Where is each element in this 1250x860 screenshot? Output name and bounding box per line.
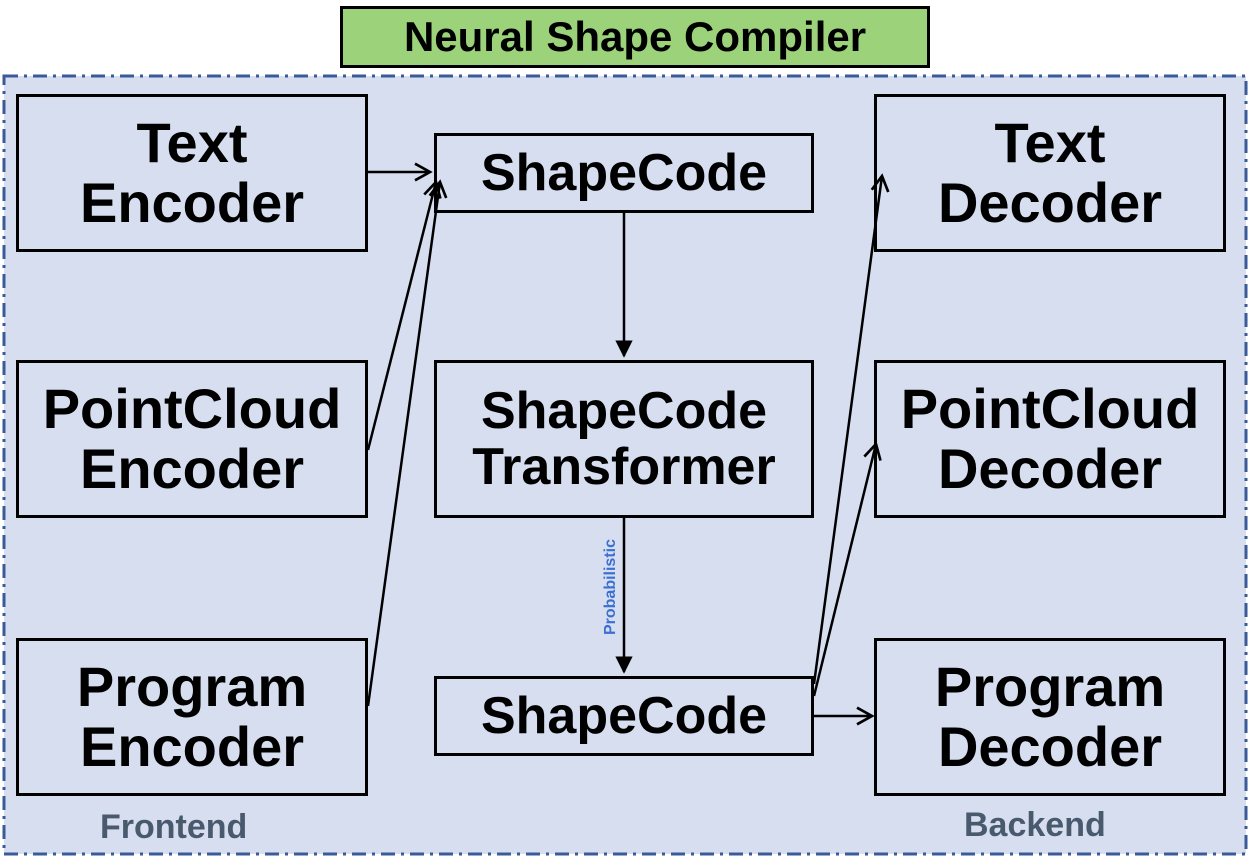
backend-label: Backend xyxy=(964,806,1106,844)
program-encoder-line1: Program xyxy=(76,654,308,718)
text-encoder-line1: Text xyxy=(136,110,248,174)
program-decoder-line2: Decoder xyxy=(937,715,1163,778)
pointcloud-decoder-box: PointCloud Decoder xyxy=(874,360,1226,518)
transformer-line1: ShapeCode xyxy=(480,381,768,440)
text-decoder-box: Text Decoder xyxy=(874,94,1226,252)
edge-program-encoder-to-shapecode xyxy=(366,179,448,707)
text-encoder-line2: Encoder xyxy=(79,171,305,234)
pointcloud-encoder-line1: PointCloud xyxy=(42,376,342,440)
edge-shapecode-to-text-decoder xyxy=(812,173,890,685)
program-encoder-box: Program Encoder xyxy=(16,638,368,796)
edge-shapecode-to-pointcloud-decoder xyxy=(812,441,882,697)
shapecode-bottom-box: ShapeCode xyxy=(434,676,814,756)
text-encoder-box: Text Encoder xyxy=(16,94,368,252)
program-encoder-line2: Encoder xyxy=(79,715,305,778)
pointcloud-encoder-box: PointCloud Encoder xyxy=(16,360,368,518)
transformer-line2: Transformer xyxy=(472,438,776,496)
pointcloud-decoder-line1: PointCloud xyxy=(900,376,1200,440)
pointcloud-encoder-line2: Encoder xyxy=(79,437,305,500)
diagram-title: Neural Shape Compiler xyxy=(340,6,930,68)
shapecode-transformer-box: ShapeCode Transformer xyxy=(434,360,814,518)
shapecode-top-box: ShapeCode xyxy=(434,133,814,213)
frontend-label: Frontend xyxy=(100,808,248,846)
text-decoder-line1: Text xyxy=(994,110,1106,174)
shapecode-bottom-label: ShapeCode xyxy=(480,686,768,745)
probabilistic-edge-label: Probabilistic xyxy=(602,538,619,636)
program-decoder-box: Program Decoder xyxy=(874,638,1226,796)
edge-pointcloud-encoder-to-shapecode xyxy=(366,179,442,451)
pointcloud-decoder-line2: Decoder xyxy=(937,437,1163,500)
text-decoder-line2: Decoder xyxy=(937,171,1163,234)
shapecode-top-label: ShapeCode xyxy=(480,143,768,202)
program-decoder-line1: Program xyxy=(934,654,1166,718)
